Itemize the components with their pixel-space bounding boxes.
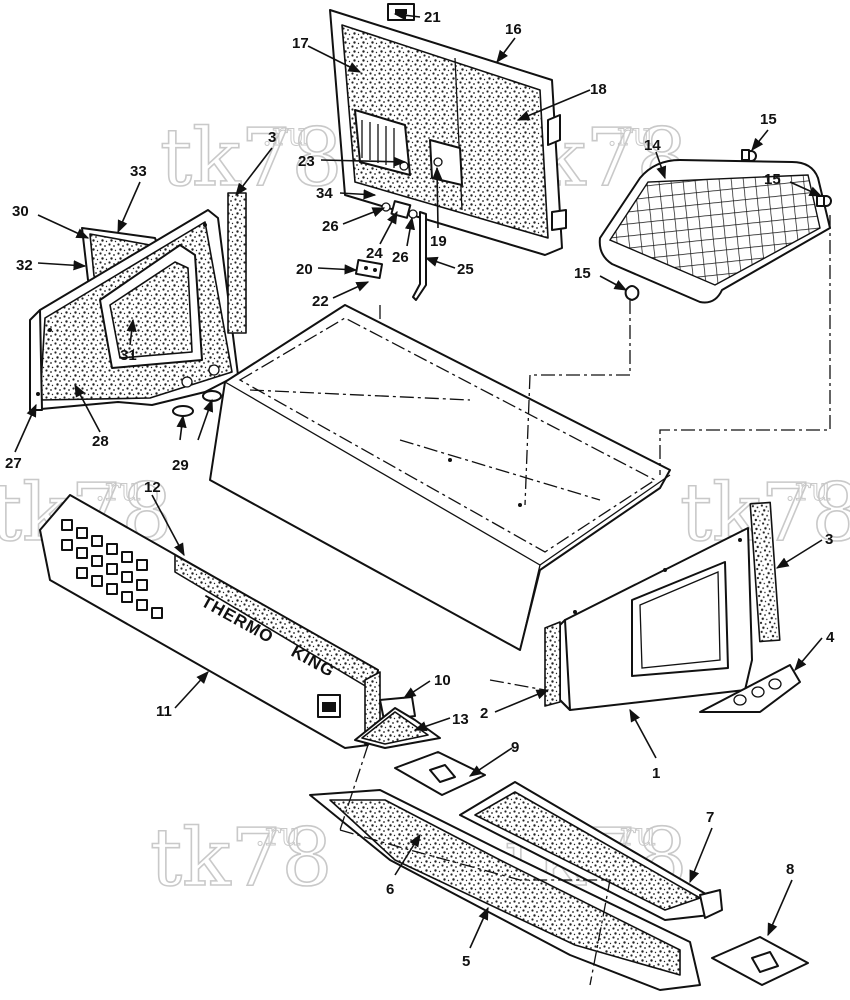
watermark-main: tk78 bbox=[150, 811, 332, 904]
callout-16: 16 bbox=[505, 21, 522, 38]
part-front-panel: THERMO KING bbox=[39, 494, 381, 749]
callout-29: 29 bbox=[172, 457, 189, 474]
part-shim-9 bbox=[394, 751, 486, 796]
callout-13: 13 bbox=[452, 711, 469, 728]
watermark-main: tk78 bbox=[160, 111, 342, 204]
part-grommet-plate bbox=[699, 664, 801, 713]
callout-15-top: 15 bbox=[760, 111, 777, 128]
callout-18: 18 bbox=[590, 81, 607, 98]
callout-9: 9 bbox=[511, 739, 519, 756]
callout-22: 22 bbox=[312, 293, 329, 310]
callout-15-mid: 15 bbox=[574, 265, 591, 282]
leader-lines bbox=[14, 10, 823, 949]
part-shim-8 bbox=[711, 936, 809, 986]
callout-11: 11 bbox=[156, 703, 172, 720]
callout-27: 27 bbox=[5, 455, 22, 472]
callout-33: 33 bbox=[130, 163, 147, 180]
vent-grid bbox=[61, 519, 163, 619]
callout-10: 10 bbox=[434, 672, 451, 689]
callout-2: 2 bbox=[480, 705, 488, 722]
callout-28: 28 bbox=[92, 433, 109, 450]
callout-7: 7 bbox=[706, 809, 714, 826]
callout-32: 32 bbox=[16, 257, 33, 274]
callout-25: 25 bbox=[457, 261, 474, 278]
callout-1: 1 bbox=[652, 765, 660, 782]
callout-23: 23 bbox=[298, 153, 315, 170]
part-bracket-10-13 bbox=[354, 696, 441, 749]
part-top-filter-frame bbox=[329, 3, 567, 256]
callout-19: 19 bbox=[430, 233, 447, 250]
callout-15-right: 15 bbox=[764, 171, 781, 188]
part-seal-strip-right bbox=[749, 501, 781, 643]
callout-8: 8 bbox=[786, 861, 794, 878]
assembly-lines bbox=[339, 215, 831, 986]
watermark-suffix: .ru bbox=[607, 115, 653, 153]
callout-labels: 21 16 17 18 23 19 34 26 24 26 25 20 22 3… bbox=[5, 9, 835, 970]
callout-3-left: 3 bbox=[268, 129, 276, 146]
callout-20: 20 bbox=[296, 261, 313, 278]
watermark-suffix: .ru bbox=[262, 115, 308, 153]
callout-12: 12 bbox=[144, 479, 161, 496]
callout-6: 6 bbox=[386, 881, 394, 898]
callout-26-left: 26 bbox=[322, 218, 339, 235]
part-clips bbox=[624, 149, 832, 301]
part-main-housing bbox=[209, 304, 671, 651]
watermark-suffix: .ru bbox=[785, 470, 831, 508]
callout-4: 4 bbox=[826, 629, 835, 646]
part-left-side-panel bbox=[29, 209, 239, 417]
callout-3-right: 3 bbox=[825, 531, 833, 548]
callout-31: 31 bbox=[120, 347, 137, 364]
callout-30: 30 bbox=[12, 203, 29, 220]
watermark-suffix: .ru bbox=[255, 815, 301, 853]
callout-26-right: 26 bbox=[392, 249, 409, 266]
callout-14: 14 bbox=[644, 137, 661, 154]
callout-24: 24 bbox=[366, 245, 383, 262]
callout-21: 21 bbox=[424, 9, 441, 26]
callout-34: 34 bbox=[316, 185, 333, 202]
part-right-side-panel bbox=[544, 527, 753, 711]
part-seal-strip-left bbox=[227, 192, 247, 334]
callout-17: 17 bbox=[292, 35, 309, 52]
callout-5: 5 bbox=[462, 953, 470, 970]
watermark-suffix: .ru bbox=[95, 470, 141, 508]
